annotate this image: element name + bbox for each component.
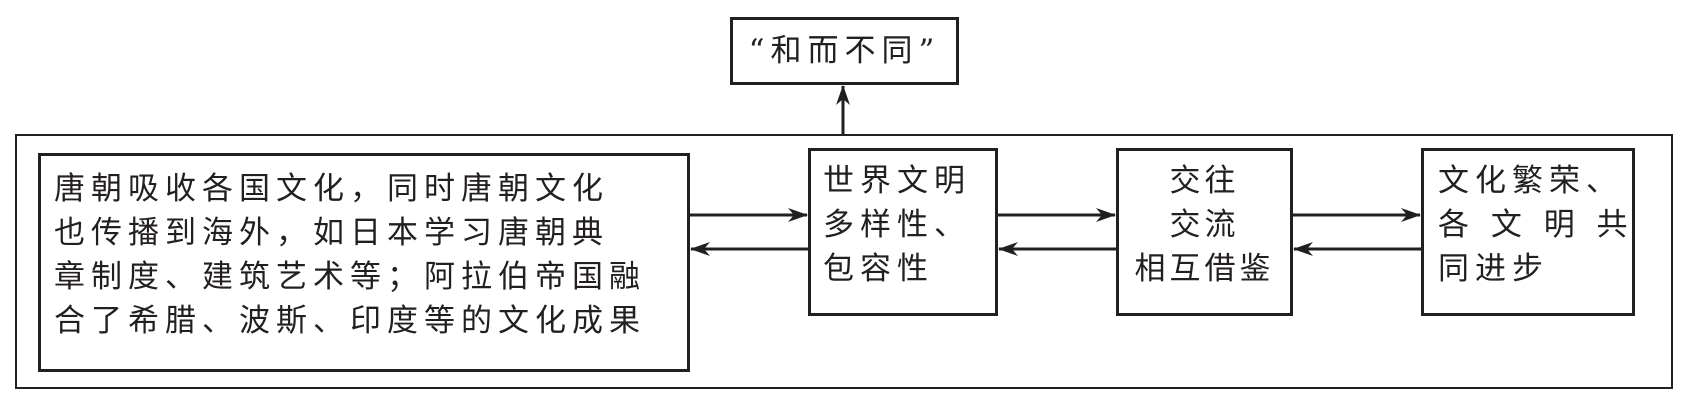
tang-line-2: 也传播到海外，如日本学习唐朝典 bbox=[54, 215, 609, 251]
harmony-box: “和而不同” bbox=[730, 17, 959, 85]
prosperity-line-3: 同进步 bbox=[1438, 251, 1549, 287]
exchange-line-2: 交流 bbox=[1169, 207, 1240, 243]
prosperity-line-2: 各 文 明 共 bbox=[1438, 207, 1634, 243]
diversity-box: 世界文明 多样性、 包容性 bbox=[808, 148, 998, 316]
tang-line-3: 章制度、建筑艺术等；阿拉伯帝国融 bbox=[54, 259, 646, 295]
prosperity-box: 文化繁荣、 各 文 明 共 同进步 bbox=[1421, 148, 1635, 316]
diversity-line-1: 世界文明 bbox=[823, 163, 971, 199]
tang-culture-box: 唐朝吸收各国文化，同时唐朝文化 也传播到海外，如日本学习唐朝典 章制度、建筑艺术… bbox=[38, 153, 690, 372]
tang-line-1: 唐朝吸收各国文化，同时唐朝文化 bbox=[54, 171, 609, 207]
exchange-line-3: 相互借鉴 bbox=[1134, 251, 1275, 287]
diversity-line-2: 多样性、 bbox=[823, 207, 971, 243]
prosperity-line-1: 文化繁荣、 bbox=[1438, 163, 1623, 199]
harmony-label: “和而不同” bbox=[748, 33, 941, 69]
exchange-box: 交往 交流 相互借鉴 bbox=[1116, 148, 1293, 316]
exchange-line-1: 交往 bbox=[1169, 163, 1240, 199]
diversity-line-3: 包容性 bbox=[823, 251, 934, 287]
tang-line-4: 合了希腊、波斯、印度等的文化成果 bbox=[54, 303, 646, 339]
